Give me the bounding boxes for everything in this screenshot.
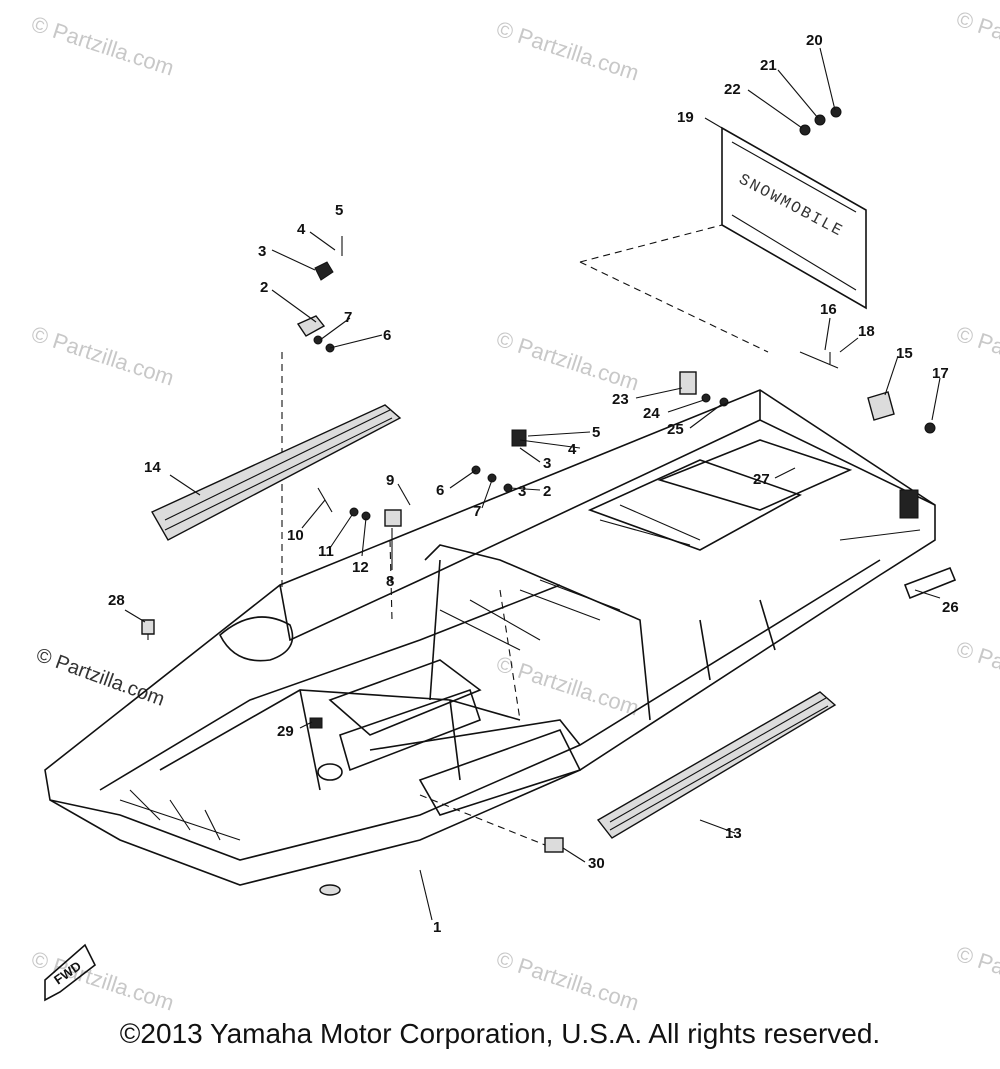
callout-5b: 5	[592, 424, 600, 441]
callout-1: 1	[433, 919, 441, 936]
watermark: © Partzilla.com	[953, 321, 1000, 391]
callout-13: 13	[725, 825, 742, 842]
callout-24: 24	[643, 405, 660, 422]
callout-6b: 6	[436, 482, 444, 499]
leader-lines	[124, 47, 941, 921]
callout-3: 3	[258, 243, 266, 260]
callout-2b: 2	[543, 483, 551, 500]
step-pad-left	[151, 404, 402, 541]
callout-14: 14	[144, 459, 161, 476]
watermark: © Partzilla.com	[28, 11, 177, 81]
center-hardware	[317, 371, 729, 527]
watermark: © Partzilla.com	[493, 326, 642, 396]
callout-26: 26	[942, 599, 959, 616]
callout-28: 28	[108, 592, 125, 609]
callout-5: 5	[335, 202, 343, 219]
callout-22: 22	[724, 81, 741, 98]
watermark: © Partzilla.com	[953, 636, 1000, 706]
watermark: © Partzilla.com	[28, 321, 177, 391]
callout-29: 29	[277, 723, 294, 740]
callout-6: 6	[383, 327, 391, 344]
callout-3c: 3	[518, 483, 526, 500]
callout-18: 18	[858, 323, 875, 340]
watermark: © Partzilla.com	[953, 941, 1000, 1011]
callout-10: 10	[287, 527, 304, 544]
callout-25: 25	[667, 421, 684, 438]
watermark: © Partzilla.com	[493, 16, 642, 86]
callout-15: 15	[896, 345, 913, 362]
callout-21: 21	[760, 57, 777, 74]
callout-7b: 7	[473, 503, 481, 520]
watermark: © Partzilla.com	[493, 946, 642, 1016]
callout-19: 19	[677, 109, 694, 126]
callout-17: 17	[932, 365, 949, 382]
callout-12: 12	[352, 559, 369, 576]
bracket-parts-left	[281, 236, 343, 590]
badge-26	[903, 566, 957, 600]
chassis	[44, 389, 936, 896]
callout-16: 16	[820, 301, 837, 318]
callout-27: 27	[753, 471, 770, 488]
plate-text: SNOWMOBILE	[736, 171, 847, 241]
rear-hardware	[799, 351, 936, 434]
callout-4: 4	[297, 221, 306, 238]
callout-3b: 3	[543, 455, 551, 472]
callout-2: 2	[260, 279, 268, 296]
callout-20: 20	[806, 32, 823, 49]
copyright-notice: ©2013 Yamaha Motor Corporation, U.S.A. A…	[119, 1018, 881, 1049]
callout-8: 8	[386, 573, 394, 590]
watermark-center: © Partzilla.com	[33, 644, 167, 711]
callout-30: 30	[588, 855, 605, 872]
watermark: © Partzilla.com	[953, 6, 1000, 76]
watermark: © Partzilla.com	[493, 651, 642, 721]
step-pad-right	[596, 691, 837, 839]
watermark: © Partzilla.com	[28, 946, 177, 1016]
callout-4b: 4	[568, 441, 577, 458]
callout-9: 9	[386, 472, 394, 489]
callout-23: 23	[612, 391, 629, 408]
callout-7: 7	[344, 309, 352, 326]
callouts: 1 2 2 3 3 3 4 4 5 5 6 6 7 7 8 9 10 11 12…	[108, 32, 959, 936]
callout-11: 11	[318, 543, 334, 560]
